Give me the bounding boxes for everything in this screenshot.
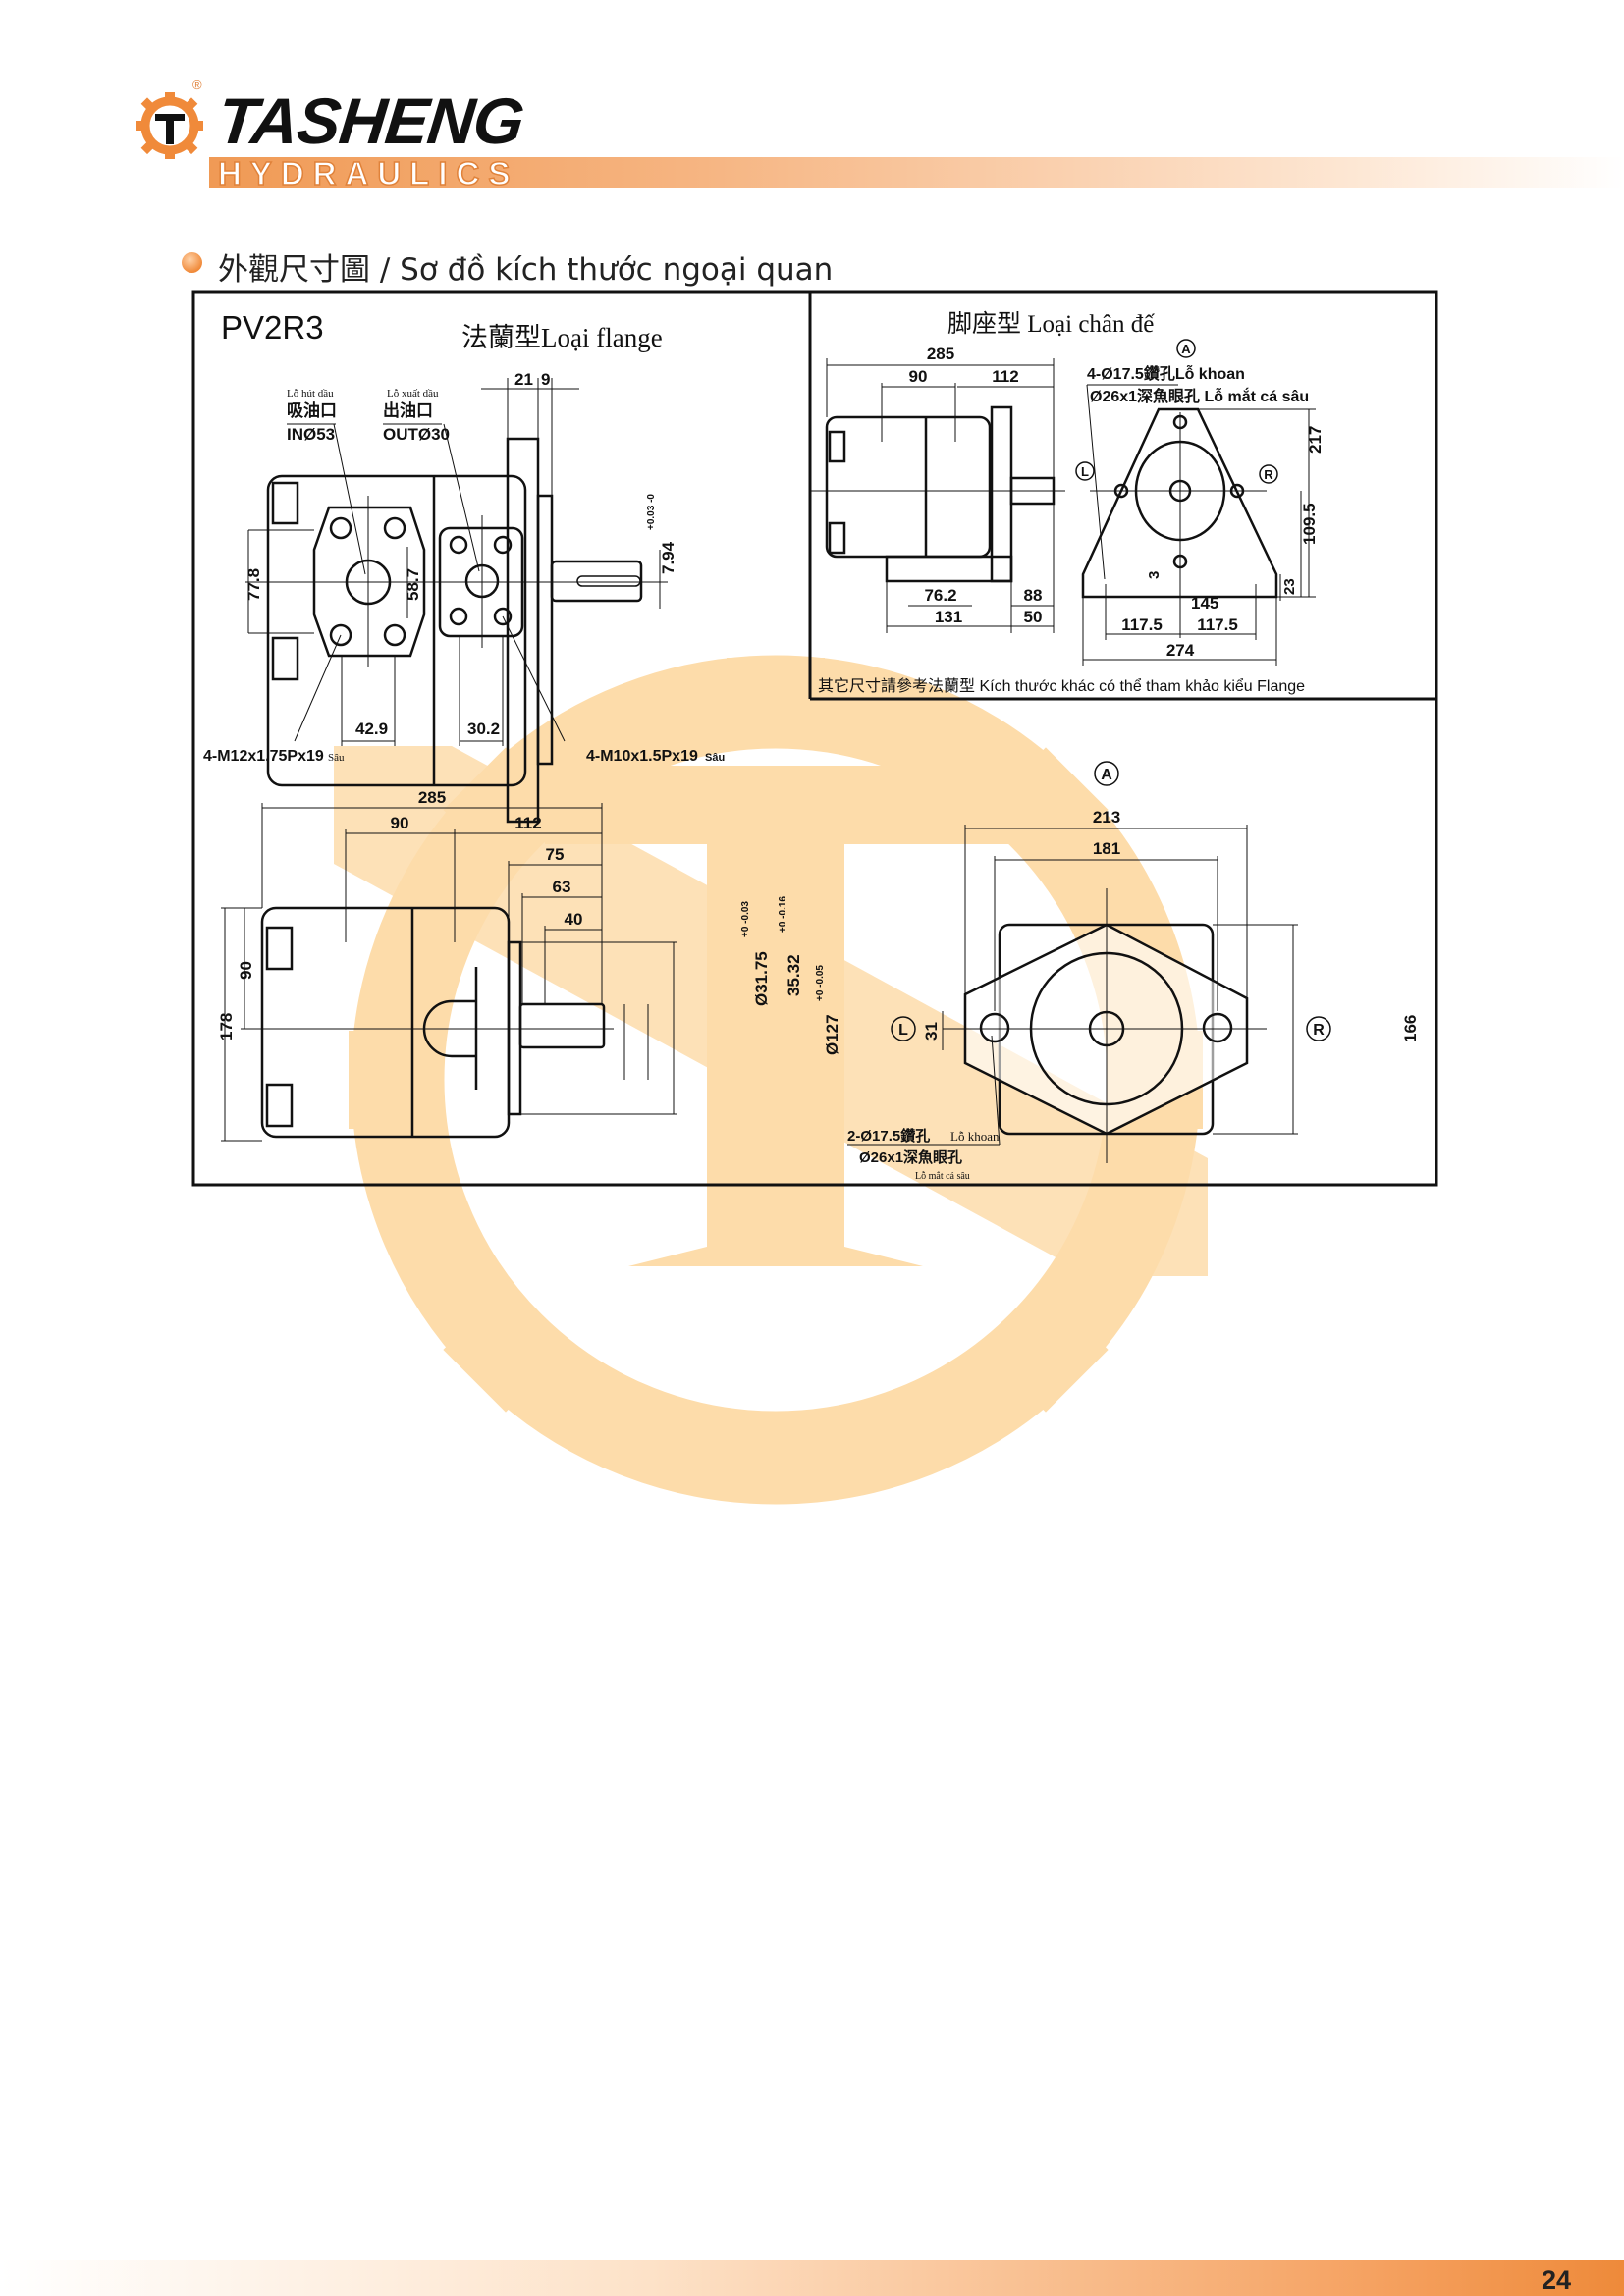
foot-view-footnote: 其它尺寸請參考法蘭型 Kích thước khác có thể tham k…	[818, 677, 1305, 695]
mark-r: R	[1264, 467, 1273, 482]
flange-view-title: 法蘭型Loại flange	[461, 323, 663, 352]
tol-35-32: +0 -0.16	[778, 896, 788, 933]
dim-181: 181	[1093, 839, 1120, 858]
dim-178: 178	[217, 1013, 236, 1041]
inlet-label-vi: Lỗ hút dầu	[287, 388, 334, 400]
dim-90: 90	[391, 814, 409, 832]
dim-285: 285	[418, 788, 446, 807]
footer-bar	[0, 2260, 1624, 2296]
mark-l: L	[898, 1022, 908, 1039]
dim-112: 112	[992, 367, 1018, 386]
front-counterbore-label-vi: Lỗ mắt cá sâu	[915, 1171, 970, 1182]
outlet-label-vi: Lỗ xuất dầu	[387, 388, 439, 400]
dim-63: 63	[553, 878, 571, 896]
dim-9: 9	[541, 370, 550, 389]
dim-58-7: 58.7	[404, 568, 422, 601]
brand-bar	[209, 157, 1624, 188]
bullet-icon	[182, 252, 202, 273]
mark-r: R	[1313, 1022, 1325, 1039]
inlet-label-cn: 吸油口	[287, 400, 337, 420]
thread-out-label: 4-M10x1.5Px19	[586, 748, 698, 765]
tol-31-75: +0 -0.03	[740, 901, 751, 937]
gear-logo-icon	[136, 92, 203, 159]
dim-40: 40	[565, 910, 583, 929]
dim-127: Ø127	[823, 1014, 841, 1055]
tol-7-94: +0.03 -0	[646, 494, 657, 530]
model-label: PV2R3	[221, 309, 324, 346]
foot-view: 脚座型 Loại chân đế	[810, 310, 1325, 695]
side-view: 285 90 112 75 63 40 178 90 Ø31.75 +0 -0.…	[217, 788, 841, 1142]
registered-mark: ®	[192, 78, 202, 92]
outlet-size: OUTØ30	[383, 425, 450, 444]
mark-a: A	[1101, 767, 1112, 783]
dim-90: 90	[909, 367, 928, 386]
dim-21: 21	[514, 370, 533, 389]
dim-109-5: 109.5	[1300, 503, 1319, 545]
page-number: 24	[1542, 2266, 1572, 2295]
hole-label: 4-Ø17.5鑽孔Lỗ khoan	[1087, 364, 1245, 383]
dim-90-vertical: 90	[237, 961, 255, 980]
front-counterbore-label: Ø26x1深魚眼孔	[859, 1148, 962, 1166]
front-hole-label-vi: Lỗ khoan	[950, 1129, 1000, 1144]
dim-131: 131	[935, 608, 962, 626]
thread-in-label: 4-M12x1.75Px19	[203, 748, 324, 765]
dim-77-8: 77.8	[244, 568, 263, 601]
dim-166: 166	[1401, 1015, 1420, 1042]
front-hole-label: 2-Ø17.5鑽孔	[847, 1127, 930, 1145]
dim-117-5-right: 117.5	[1197, 615, 1238, 634]
section-title: 外觀尺寸圖 / Sơ đồ kích thước ngoại quan	[218, 252, 834, 288]
dim-75: 75	[546, 845, 565, 864]
dim-88: 88	[1024, 586, 1043, 605]
outlet-label-cn: 出油口	[383, 400, 433, 420]
foot-view-title: 脚座型 Loại chân đế	[947, 310, 1155, 338]
dim-3: 3	[1146, 571, 1163, 579]
dim-42-9: 42.9	[355, 720, 388, 738]
dim-112: 112	[514, 814, 541, 832]
drawing-frame	[191, 290, 1438, 1187]
mark-a: A	[1181, 342, 1191, 356]
dim-274: 274	[1166, 641, 1195, 660]
dim-23: 23	[1281, 578, 1298, 595]
depth-label-out: Sâu	[705, 752, 725, 764]
depth-label-in: Sâu	[328, 752, 345, 764]
flange-view: PV2R3 法蘭型Loại flange	[203, 309, 725, 824]
brand-subtitle: HYDRAULICS	[217, 155, 519, 191]
dim-76-2: 76.2	[924, 586, 956, 605]
front-view: A L R 213 181 166 31 2-Ø17.5鑽孔 Lỗ khoan …	[847, 761, 1420, 1182]
inlet-size: INØ53	[287, 425, 335, 444]
dim-31: 31	[922, 1022, 941, 1041]
dim-50: 50	[1024, 608, 1043, 626]
dim-213: 213	[1093, 808, 1120, 827]
dim-145: 145	[1191, 594, 1218, 613]
dim-30-2: 30.2	[467, 720, 500, 738]
dim-7-94: 7.94	[659, 541, 677, 574]
dim-35-32: 35.32	[785, 954, 803, 996]
counterbore-label: Ø26x1深魚眼孔 Lỗ mắt cá sâu	[1090, 387, 1309, 405]
mark-l: L	[1081, 464, 1089, 479]
dim-217: 217	[1306, 426, 1325, 454]
dim-31-75: Ø31.75	[752, 951, 771, 1006]
tol-127: +0 -0.05	[815, 965, 826, 1001]
dim-117-5-left: 117.5	[1121, 615, 1163, 634]
dim-285: 285	[927, 345, 954, 363]
